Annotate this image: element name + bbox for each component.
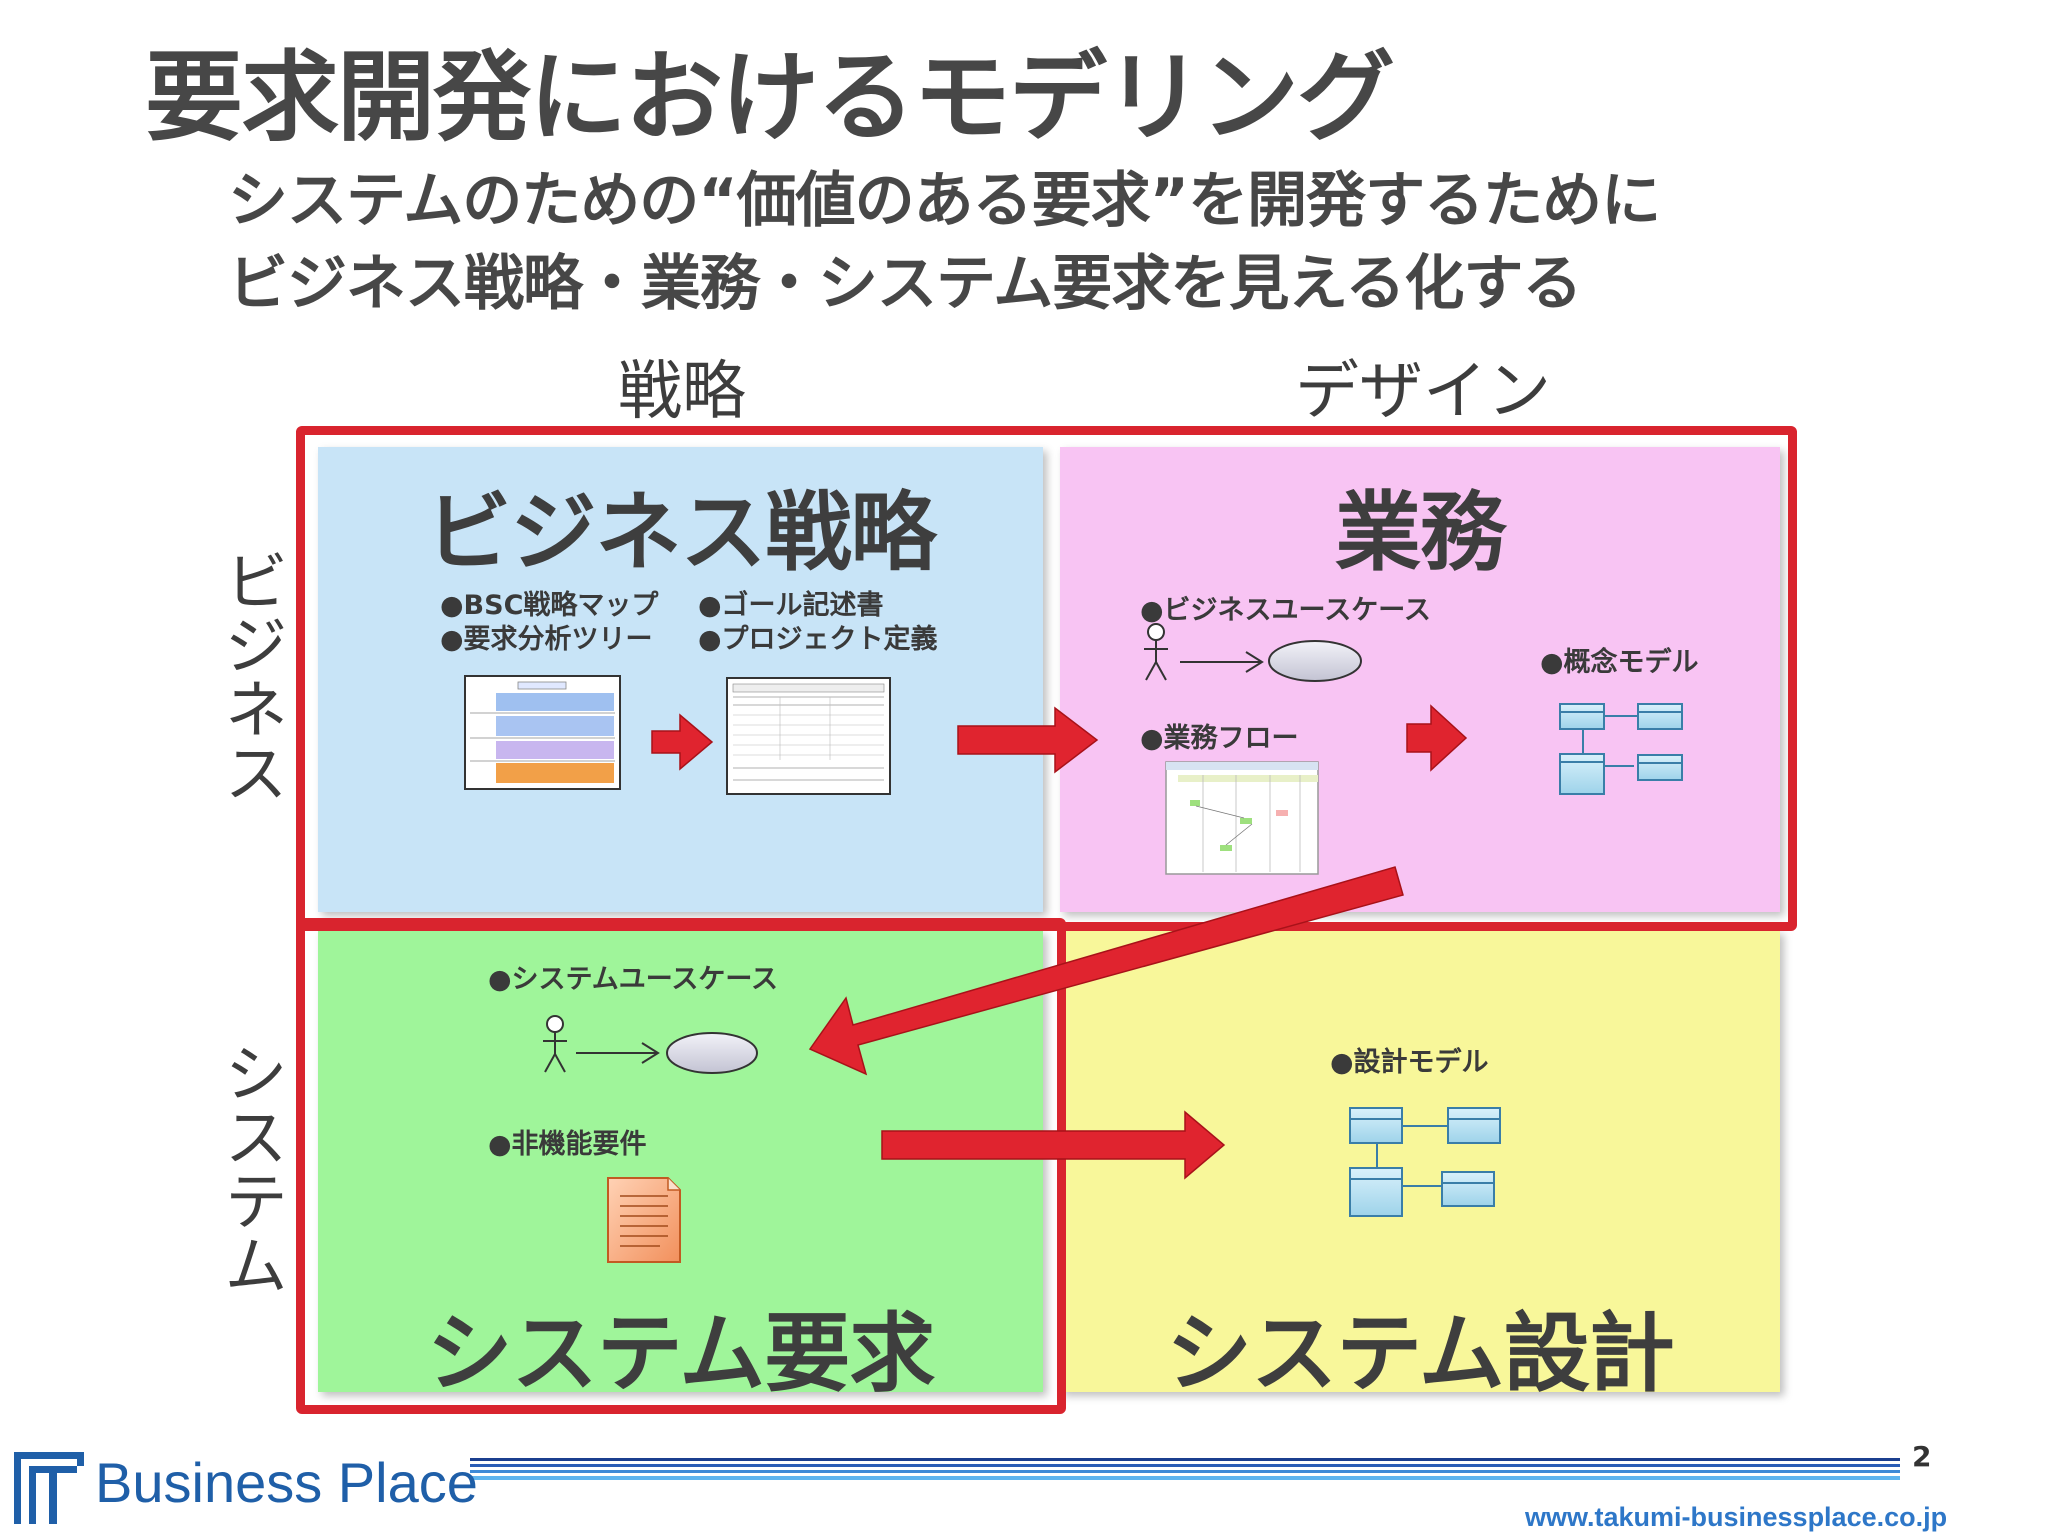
footer-url-link[interactable]: www.takumi-businessplace.co.jp: [1525, 1502, 1948, 1532]
item-bsc-strategy-map: ●BSC戦略マップ: [440, 590, 659, 621]
flowchart-screenshot-icon: [1165, 761, 1319, 875]
right-arrow-icon: [1406, 704, 1468, 772]
right-arrow-icon: [881, 1110, 1226, 1180]
column-header-strategy: 戦略: [618, 355, 746, 429]
right-arrow-icon: [808, 866, 1404, 1076]
item-design-model: ●設計モデル: [1330, 1047, 1489, 1078]
item-business-flow: ●業務フロー: [1140, 723, 1299, 754]
item-project-definition: ●プロジェクト定義: [698, 624, 938, 655]
company-logo-icon: [14, 1452, 84, 1524]
subtitle-line-1: システムのための“価値のある要求”を開発するために: [228, 166, 1661, 236]
footer-brand-name: Business Place: [95, 1451, 478, 1514]
requirements-document-icon: [607, 1177, 681, 1263]
use-case-ellipse-icon: [666, 1032, 758, 1074]
footer-divider: [470, 1458, 1900, 1480]
quadrant-title-business: 業務: [1335, 483, 1506, 583]
item-goal-statement: ●ゴール記述書: [698, 590, 884, 621]
right-arrow-icon: [957, 706, 1099, 774]
row-header-business: ビジネス: [213, 548, 287, 804]
row-header-system: システム: [213, 1040, 287, 1296]
quadrant-title-strategy: ビジネス戦略: [425, 483, 937, 583]
use-case-actor-icon: [1144, 623, 1264, 681]
item-business-use-case: ●ビジネスユースケース: [1140, 595, 1431, 626]
page-number: 2: [1912, 1440, 1932, 1473]
item-conceptual-model: ●概念モデル: [1540, 647, 1699, 678]
item-system-use-case: ●システムユースケース: [488, 964, 779, 995]
page-title: 要求開発におけるモデリング: [145, 41, 1395, 155]
quadrant-business-strategy: [318, 447, 1043, 912]
quadrant-title-system-requirements: システム要求: [426, 1304, 935, 1404]
right-arrow-icon: [651, 713, 714, 771]
class-diagram-icon: [1349, 1107, 1501, 1217]
quadrant-title-system-design: システム設計: [1166, 1304, 1674, 1404]
highlight-frame-bottom-left: [296, 918, 1066, 1414]
document-thumbnail-icon: [726, 677, 891, 795]
use-case-ellipse-icon: [1268, 640, 1362, 682]
use-case-actor-icon: [543, 1015, 660, 1073]
document-thumbnail-icon: [464, 675, 621, 790]
quadrant-system-design: [1060, 930, 1780, 1392]
item-non-functional-requirements: ●非機能要件: [488, 1129, 647, 1160]
class-diagram-icon: [1559, 703, 1683, 795]
item-requirements-analysis-tree: ●要求分析ツリー: [440, 624, 653, 655]
column-header-design: デザイン: [1295, 355, 1551, 429]
subtitle-line-2: ビジネス戦略・業務・システム要求を見える化する: [228, 249, 1582, 319]
